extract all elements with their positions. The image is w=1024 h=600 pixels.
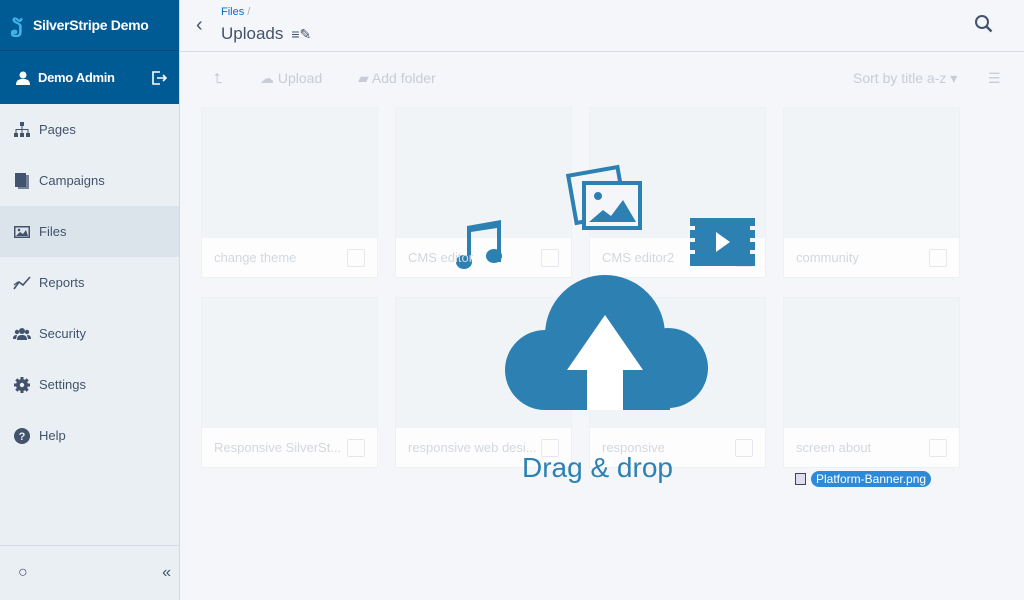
edit-folder-icon[interactable]: ≡✎ (291, 26, 312, 42)
upload-label: Upload (277, 70, 323, 86)
sidebar-item-reports[interactable]: Reports (0, 257, 179, 308)
file-checkbox[interactable] (347, 249, 365, 267)
file-checkbox[interactable] (541, 249, 559, 267)
video-icon (690, 218, 755, 266)
brand-name: SilverStripe Demo (32, 17, 149, 33)
sidebar-item-campaigns[interactable]: Campaigns (0, 155, 179, 206)
gear-icon (14, 376, 30, 393)
back-button[interactable]: ‹ (196, 14, 203, 36)
file-thumbnail (202, 298, 377, 428)
file-checkbox[interactable] (929, 439, 947, 457)
collapse-sidebar-button[interactable]: « (162, 564, 171, 581)
image-icon (14, 225, 30, 238)
header: ‹ Files / Uploads ≡✎ (180, 0, 1024, 52)
sidebar-item-label: Reports (39, 275, 85, 290)
sort-dropdown[interactable]: Sort by title a-z ▾ (853, 70, 958, 86)
up-folder-button[interactable]: ⮤ (214, 70, 223, 86)
file-icon (795, 473, 806, 485)
sidebar-item-pages[interactable]: Pages (0, 104, 179, 155)
breadcrumb: Files / (221, 6, 250, 18)
file-title: CMS editor2 (602, 250, 675, 265)
file-thumbnail (784, 108, 959, 238)
file-card[interactable]: screen about (783, 297, 960, 468)
sidebar-item-label: Files (39, 224, 67, 239)
file-checkbox[interactable] (735, 439, 753, 457)
user-name[interactable]: Demo Admin (38, 70, 115, 85)
list-view-button[interactable]: ☰ (988, 70, 1001, 86)
silverstripe-logo-icon: ຽ (10, 14, 23, 37)
dragged-file-name: Platform-Banner.png (811, 471, 932, 487)
breadcrumb-files[interactable]: Files (221, 6, 245, 18)
file-checkbox[interactable] (929, 249, 947, 267)
sidebar-item-security[interactable]: Security (0, 308, 179, 359)
title-text: Uploads (221, 24, 284, 43)
sidebar-item-label: Campaigns (39, 173, 105, 188)
image-icon (566, 164, 642, 230)
sitemap-icon (14, 121, 30, 137)
sidebar-item-label: Pages (39, 122, 76, 137)
file-card[interactable]: change theme (201, 107, 378, 278)
sidebar-item-files[interactable]: Files (0, 206, 179, 257)
sidebar-item-help[interactable]: ? Help (0, 410, 179, 461)
toolbar: ⮤ ☁ Upload ▰ Add folder Sort by title a-… (180, 53, 1024, 103)
music-note-icon (456, 220, 502, 269)
campaigns-icon (15, 172, 29, 189)
status-icon: ○ (18, 564, 28, 581)
help-icon: ? (14, 427, 30, 444)
upload-button[interactable]: ☁ Upload (260, 70, 323, 86)
sidebar-item-label: Help (39, 428, 66, 443)
drag-drop-label: Drag & drop (522, 452, 673, 483)
file-title: CMS editor (408, 250, 474, 265)
chart-icon (13, 275, 31, 289)
page-title: Uploads ≡✎ (221, 24, 311, 44)
file-title: screen about (796, 440, 872, 455)
file-title: Responsive SilverSt... (214, 440, 342, 455)
sidebar-item-label: Settings (39, 377, 86, 392)
brand[interactable]: ຽ SilverStripe Demo (0, 0, 179, 51)
file-checkbox[interactable] (347, 439, 365, 457)
breadcrumb-separator: / (247, 6, 251, 18)
users-icon (13, 327, 31, 340)
file-card[interactable]: Responsive SilverSt... (201, 297, 378, 468)
sidebar-footer: ○ « (0, 545, 179, 600)
svg-text:?: ? (19, 431, 26, 443)
file-title: responsive (602, 440, 665, 455)
file-title: community (796, 250, 859, 265)
file-thumbnail (784, 298, 959, 428)
file-card[interactable]: CMS editor (395, 107, 572, 278)
add-folder-label: Add folder (371, 70, 436, 86)
file-title: change theme (214, 250, 297, 265)
search-icon[interactable] (974, 14, 994, 34)
file-checkbox[interactable] (541, 439, 559, 457)
cloud-upload-icon (505, 275, 708, 410)
user-icon (16, 71, 30, 85)
file-thumbnail (396, 108, 571, 238)
dragged-file: Platform-Banner.png (795, 471, 932, 487)
sidebar-item-label: Security (39, 326, 86, 341)
add-folder-button[interactable]: ▰ Add folder (358, 70, 436, 86)
file-card[interactable]: community (783, 107, 960, 278)
sidebar-item-settings[interactable]: Settings (0, 359, 179, 410)
logout-icon[interactable] (151, 70, 167, 86)
file-thumbnail (202, 108, 377, 238)
user-bar: Demo Admin (0, 51, 179, 104)
file-title: responsive web desi... (408, 440, 537, 455)
